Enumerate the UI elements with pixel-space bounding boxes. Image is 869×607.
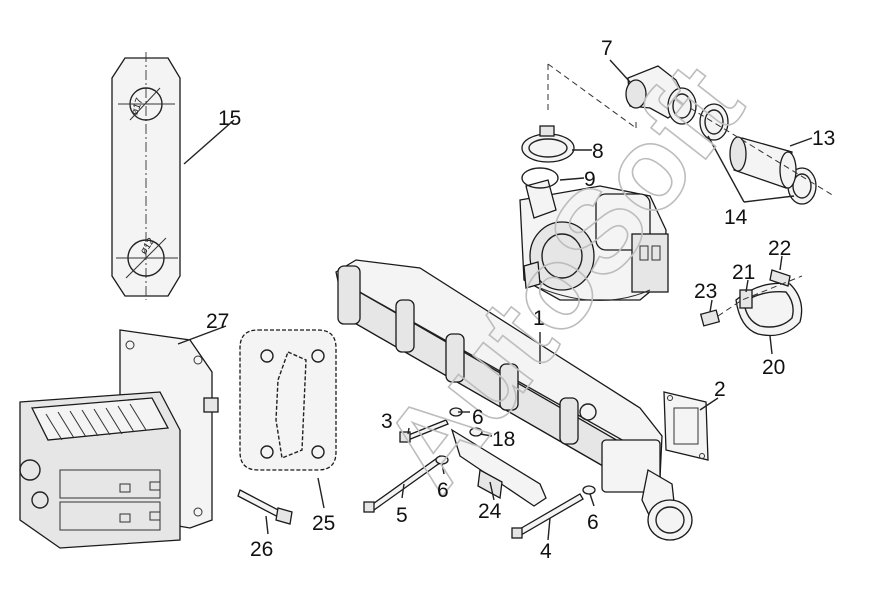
callout-9: 9	[584, 168, 596, 191]
callout-7: 7	[601, 37, 613, 60]
callout-27: 27	[206, 310, 229, 333]
callout-3: 3	[381, 410, 393, 433]
callout-25: 25	[312, 512, 335, 535]
part-23-nut	[699, 275, 803, 327]
turbocharger	[519, 179, 669, 301]
callout-6a: 6	[472, 406, 484, 429]
part-2-flange-gasket	[663, 391, 709, 461]
callout-5: 5	[396, 504, 408, 527]
callout-8: 8	[592, 140, 604, 163]
callout-26: 26	[250, 538, 273, 561]
callout-6c: 6	[587, 511, 599, 534]
part-13-sleeve	[729, 136, 797, 189]
part-9-seal	[521, 167, 559, 189]
callout-18: 18	[492, 428, 515, 451]
part-25-gasket	[239, 329, 337, 471]
callout-15: 15	[218, 107, 241, 130]
callout-24: 24	[478, 500, 502, 523]
part-18-washer	[469, 427, 483, 437]
part-3-bolt	[399, 419, 449, 443]
part-1-exhaust-manifold	[335, 259, 693, 541]
callout-22: 22	[768, 237, 791, 260]
part-27-cooler-block	[19, 329, 219, 549]
part-8-clamp	[521, 125, 575, 163]
part-7-elbow	[625, 65, 697, 125]
callout-23: 23	[694, 280, 717, 303]
callout-4: 4	[540, 540, 552, 563]
callout-labels: 1 2 3 4 5 6 6 6 7 8 9 13 14 15 18 20 21 …	[206, 37, 835, 563]
callout-1: 1	[533, 307, 545, 330]
callout-6b: 6	[437, 479, 449, 502]
callout-13: 13	[812, 127, 835, 150]
callout-21: 21	[732, 261, 755, 284]
part-20-v-band-clamp	[735, 282, 803, 337]
part-26-bolt	[237, 489, 293, 525]
callout-14: 14	[724, 206, 748, 229]
part-15-bracket-plate	[111, 52, 181, 300]
callout-2: 2	[714, 378, 726, 401]
exhaust-axis-lines	[547, 63, 835, 197]
leader-lines	[177, 59, 813, 541]
callout-20: 20	[762, 356, 785, 379]
part-4-bolt	[511, 493, 584, 539]
part-22-stud	[769, 269, 791, 287]
